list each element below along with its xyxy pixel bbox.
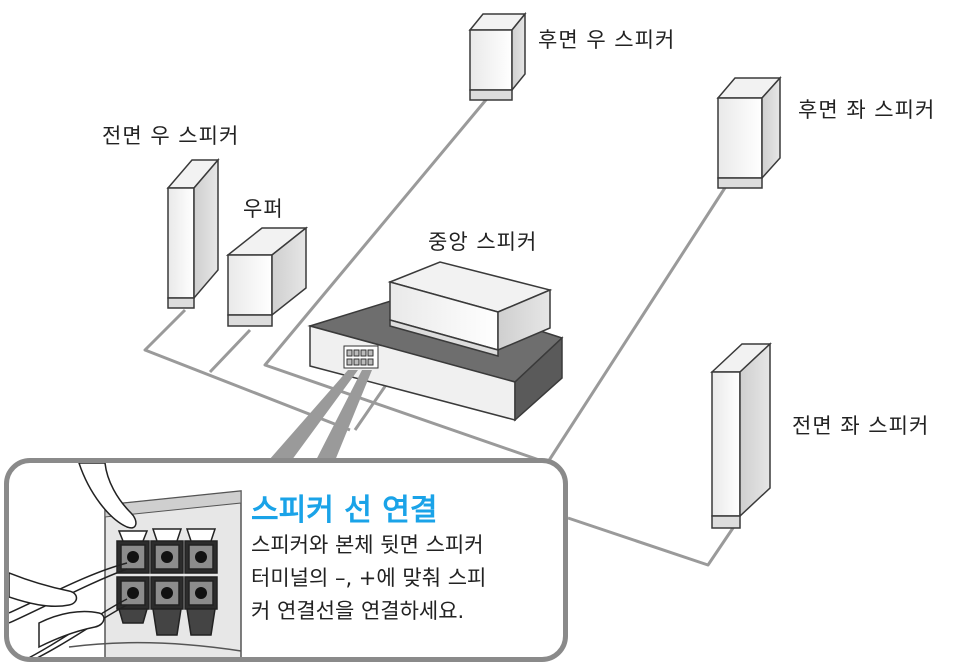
label-rear-right: 후면 우 스피커 — [538, 28, 676, 52]
speaker-front-left — [710, 342, 772, 529]
speaker-rear-right — [468, 11, 527, 101]
callout-instructions: 스피커와 본체 뒷면 스피커 터미널의 –, +에 맞춰 스피 커 연결선을 연… — [251, 529, 563, 628]
callout-leader — [262, 370, 372, 468]
wire-rear-left — [546, 179, 732, 463]
callout-line: 스피커와 본체 뒷면 스피커 — [251, 533, 484, 557]
wire-rear-right — [263, 94, 546, 464]
label-front-left: 전면 좌 스피커 — [792, 414, 930, 438]
terminal-block — [116, 540, 218, 610]
callout-line: 커 연결선을 연결하세요. — [251, 599, 465, 623]
label-rear-left: 후면 좌 스피커 — [798, 98, 936, 122]
woofer-unit — [225, 226, 309, 327]
wire-front-left — [567, 516, 737, 567]
terminal-closeup-illustration — [9, 463, 242, 657]
speaker-center — [387, 261, 553, 357]
callout-title: 스피커 선 연결 — [251, 493, 438, 528]
speaker-rear-left — [716, 76, 782, 189]
wire-front-right — [143, 308, 351, 432]
label-woofer: 우퍼 — [243, 197, 284, 221]
speaker-wire-callout: 스피커 선 연결 스피커와 본체 뒷면 스피커 터미널의 –, +에 맞춰 스피… — [4, 458, 568, 662]
speaker-front-right — [166, 157, 220, 309]
callout-line: 터미널의 –, +에 맞춰 스피 — [251, 566, 487, 590]
wire-woofer — [208, 328, 252, 374]
label-front-right: 전면 우 스피커 — [102, 124, 240, 148]
speaker-wires — [143, 94, 737, 567]
label-center: 중앙 스피커 — [428, 230, 538, 254]
